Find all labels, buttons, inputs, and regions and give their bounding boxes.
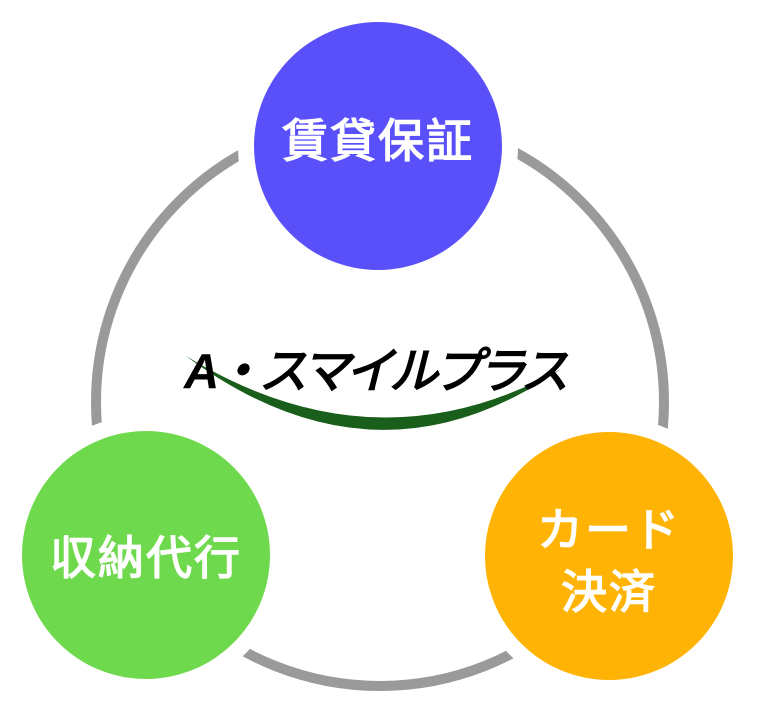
circle-collection-agency: 収納代行 xyxy=(22,431,270,679)
circle-card-payment-label-line1: カード xyxy=(537,504,681,556)
circle-rental-guarantee: 賃貸保証 xyxy=(254,22,502,270)
circle-rental-guarantee-label: 賃貸保証 xyxy=(282,115,474,167)
center-logo: A・スマイルプラス xyxy=(0,332,760,403)
center-logo-text: A・スマイルプラス xyxy=(184,345,569,399)
circle-card-payment-label-line2: 決済 xyxy=(561,566,657,618)
circle-collection-agency-label: 収納代行 xyxy=(50,532,242,584)
circle-card-payment: カード 決済 xyxy=(485,432,733,680)
